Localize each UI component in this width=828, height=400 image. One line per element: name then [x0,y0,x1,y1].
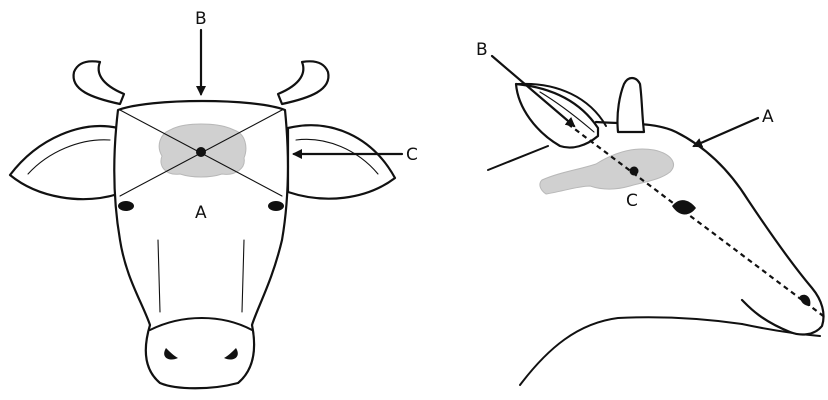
side-label-c: C [626,191,638,211]
arrow-a-side [694,118,758,146]
right-ear [288,125,395,198]
front-view-cow-head: B C A [10,9,418,388]
right-horn [278,61,328,104]
side-horn [617,78,644,132]
front-label-c: C [406,145,418,165]
left-eye [118,201,134,211]
side-label-b: B [476,40,488,60]
front-label-b: B [195,9,207,29]
front-label-a: A [195,203,207,223]
left-horn [74,61,124,104]
side-view-cow-head: B A C [476,40,826,385]
side-cheek-line [488,146,548,170]
right-eye [268,201,284,211]
side-label-a: A [762,107,774,127]
front-target-point [196,147,206,157]
side-neck-back [520,317,742,385]
left-ear [10,126,118,199]
